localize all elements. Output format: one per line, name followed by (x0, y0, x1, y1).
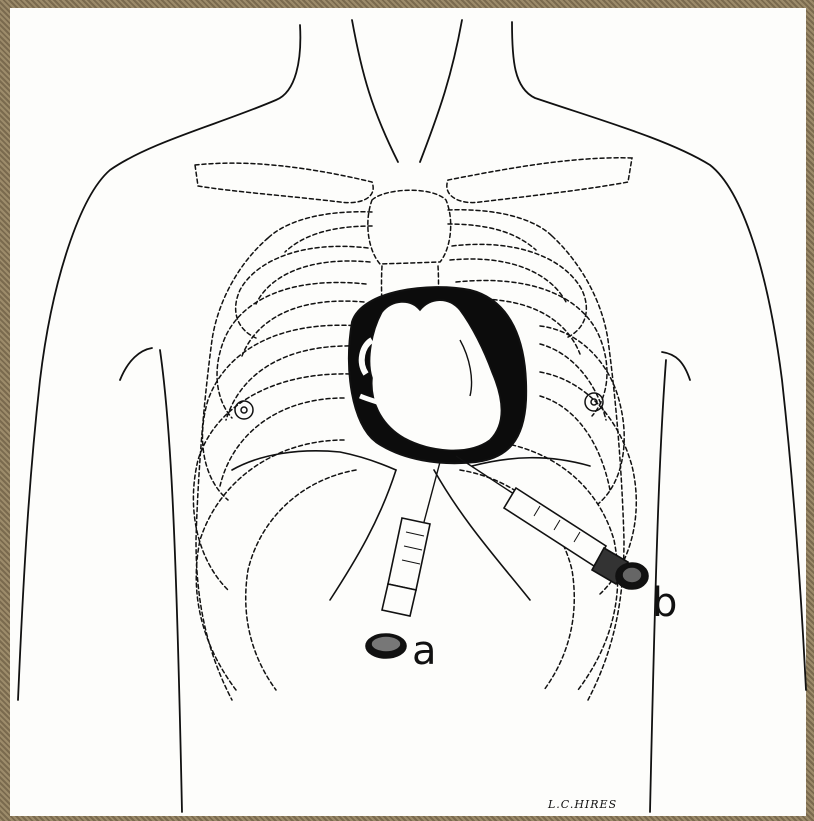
syringe-b-label: b (652, 580, 677, 626)
clavicles (195, 158, 632, 203)
artist-signature: L.C.HIRES (548, 798, 617, 811)
syringe-a-label: a (412, 628, 437, 674)
rib-cage-left (193, 212, 372, 700)
